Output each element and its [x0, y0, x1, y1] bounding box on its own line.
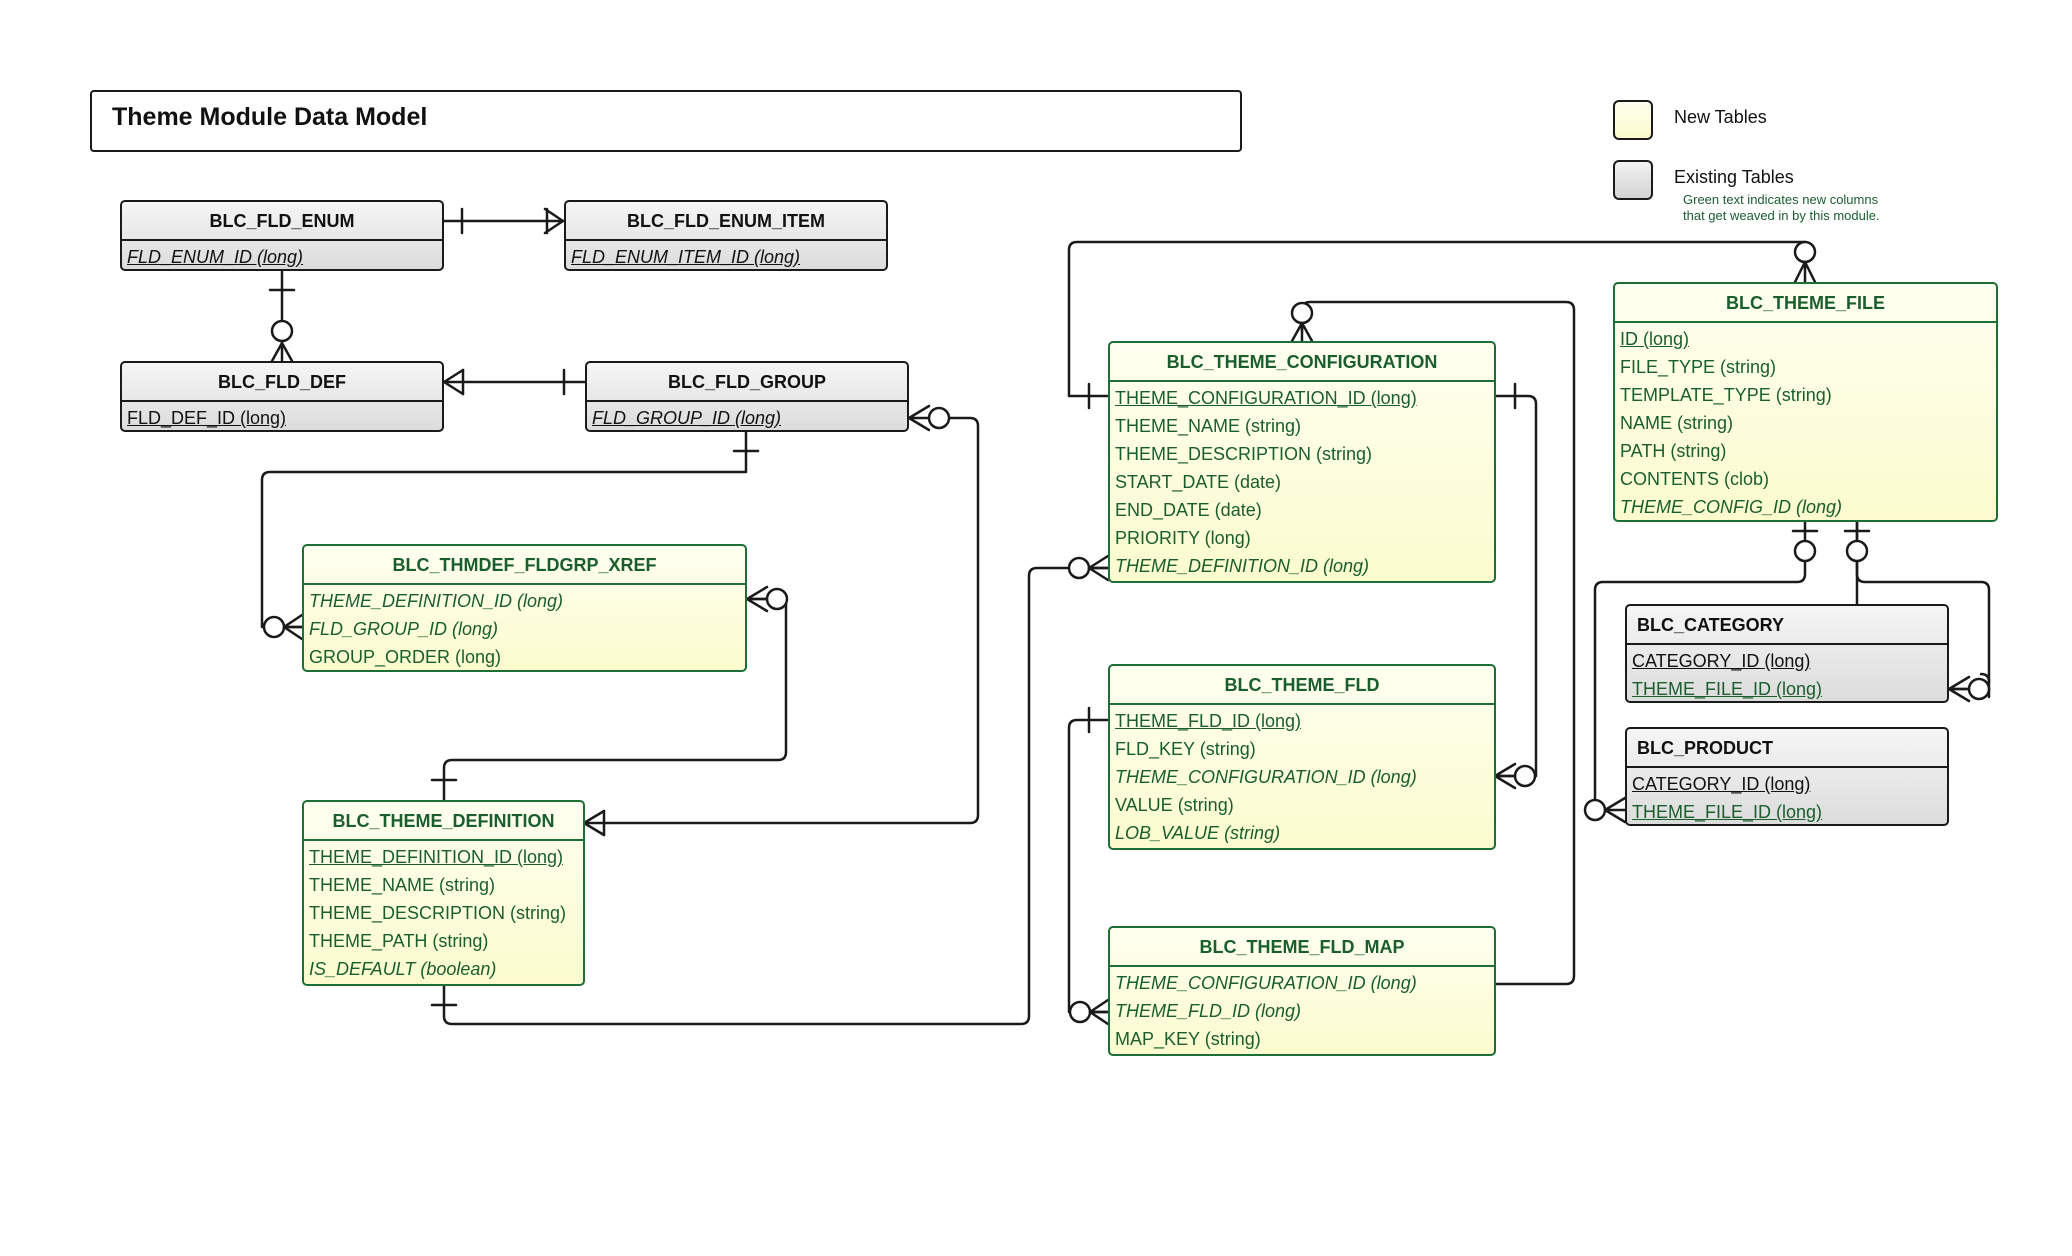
table-title: BLC_THEME_FLD_MAP [1110, 928, 1494, 967]
table-blc-theme-configuration: BLC_THEME_CONFIGURATION THEME_CONFIGURAT… [1108, 341, 1496, 583]
relation-theme-configuration-to-theme-fld [1493, 382, 1538, 790]
table-column: FLD_GROUP_ID (long) [592, 408, 782, 428]
table-blc-product: BLC_PRODUCT CATEGORY_ID (long) THEME_FIL… [1625, 727, 1949, 826]
legend-note: Green text indicates new columns that ge… [1683, 192, 1880, 224]
table-title: BLC_FLD_GROUP [587, 363, 907, 402]
table-column: END_DATE (date) [1115, 500, 1262, 520]
table-blc-fld-enum-item: BLC_FLD_ENUM_ITEM FLD_ENUM_ITEM_ID (long… [564, 200, 888, 271]
table-column: START_DATE (date) [1115, 472, 1282, 492]
table-column: PATH (string) [1620, 441, 1727, 461]
table-blc-fld-enum: BLC_FLD_ENUM FLD_ENUM_ID (long) [120, 200, 444, 271]
legend-new-swatch [1613, 100, 1653, 140]
table-column: FLD_ENUM_ID (long) [127, 247, 304, 267]
relation-theme-definition-to-theme-configuration [430, 554, 1110, 1026]
table-column: CATEGORY_ID (long) [1632, 651, 1811, 671]
table-column: IS_DEFAULT (boolean) [309, 959, 497, 979]
table-title: BLC_THMDEF_FLDGRP_XREF [304, 546, 745, 585]
table-column: THEME_CONFIGURATION_ID (long) [1115, 973, 1417, 993]
relation-theme-fld-to-theme-fld-map [1067, 706, 1110, 1026]
diagram-title-box: Theme Module Data Model [90, 90, 1242, 152]
table-blc-fld-def: BLC_FLD_DEF FLD_DEF_ID (long) [120, 361, 444, 432]
table-title: BLC_THEME_FLD [1110, 666, 1494, 705]
relation-fld-def-to-fld-group [442, 368, 587, 396]
table-blc-theme-file: BLC_THEME_FILE ID (long) FILE_TYPE (stri… [1613, 282, 1998, 522]
table-title: BLC_FLD_DEF [122, 363, 442, 402]
legend-existing-label: Existing Tables [1674, 167, 1794, 187]
table-blc-theme-fld: BLC_THEME_FLD THEME_FLD_ID (long) FLD_KE… [1108, 664, 1496, 850]
table-column: VALUE (string) [1115, 795, 1234, 815]
table-column: THEME_FILE_ID (long) [1632, 802, 1823, 822]
relation-fld-group-to-xref [260, 430, 760, 641]
relation-theme-file-to-product [1583, 520, 1819, 824]
table-column: FLD_GROUP_ID (long) [309, 619, 499, 639]
relation-theme-definition-to-xref [430, 585, 789, 802]
table-column: PRIORITY (long) [1115, 528, 1251, 548]
table-column: THEME_FLD_ID (long) [1115, 1001, 1302, 1021]
table-title: BLC_FLD_ENUM [122, 202, 442, 241]
table-column: THEME_CONFIG_ID (long) [1620, 497, 1843, 517]
table-column: THEME_NAME (string) [1115, 416, 1302, 436]
table-title: BLC_THEME_CONFIGURATION [1110, 343, 1494, 382]
table-column: THEME_CONFIGURATION_ID (long) [1115, 388, 1417, 408]
legend-existing-swatch [1613, 160, 1653, 200]
table-column: THEME_DEFINITION_ID (long) [309, 847, 564, 867]
relation-enum-to-fld-def [268, 269, 296, 363]
table-column: THEME_DESCRIPTION (string) [309, 903, 567, 923]
table-blc-theme-fld-map: BLC_THEME_FLD_MAP THEME_CONFIGURATION_ID… [1108, 926, 1496, 1056]
relation-theme-file-to-theme-configuration [1067, 240, 1817, 410]
table-column: ID (long) [1620, 329, 1690, 349]
table-column: CATEGORY_ID (long) [1632, 774, 1811, 794]
table-title: BLC_CATEGORY [1627, 606, 1947, 645]
table-column: LOB_VALUE (string) [1115, 823, 1281, 843]
table-column: THEME_PATH (string) [309, 931, 489, 951]
table-column: THEME_FLD_ID (long) [1115, 711, 1302, 731]
table-column: THEME_CONFIGURATION_ID (long) [1115, 767, 1417, 787]
relation-enum-to-enum-item [442, 207, 565, 235]
table-blc-category: BLC_CATEGORY CATEGORY_ID (long) THEME_FI… [1625, 604, 1949, 703]
legend-note-line-1: Green text indicates new columns [1683, 192, 1879, 207]
table-column: FLD_KEY (string) [1115, 739, 1256, 759]
table-column: FLD_DEF_ID (long) [127, 408, 287, 428]
table-column: THEME_NAME (string) [309, 875, 496, 895]
table-blc-thmdef-fldgrp-xref: BLC_THMDEF_FLDGRP_XREF THEME_DEFINITION_… [302, 544, 747, 672]
table-blc-fld-group: BLC_FLD_GROUP FLD_GROUP_ID (long) [585, 361, 909, 432]
table-blc-theme-definition: BLC_THEME_DEFINITION THEME_DEFINITION_ID… [302, 800, 585, 986]
diagram-title: Theme Module Data Model [112, 103, 428, 131]
table-column: TEMPLATE_TYPE (string) [1620, 385, 1832, 405]
legend-note-line-2: that get weaved in by this module. [1683, 208, 1880, 223]
relation-theme-configuration-to-theme-fld-map [1290, 300, 1576, 986]
table-column: THEME_FILE_ID (long) [1632, 679, 1823, 699]
table-column: GROUP_ORDER (long) [309, 647, 502, 667]
table-column: THEME_DEFINITION_ID (long) [1115, 556, 1370, 576]
relation-fld-group-to-theme-definition [582, 404, 980, 837]
table-column: FILE_TYPE (string) [1620, 357, 1777, 377]
legend-new-label: New Tables [1674, 107, 1767, 127]
table-column: FLD_ENUM_ITEM_ID (long) [571, 247, 801, 267]
table-title: BLC_THEME_FILE [1615, 284, 1996, 323]
table-title: BLC_FLD_ENUM_ITEM [566, 202, 886, 241]
table-column: CONTENTS (clob) [1620, 469, 1770, 489]
table-title: BLC_THEME_DEFINITION [304, 802, 583, 841]
table-title: BLC_PRODUCT [1627, 729, 1947, 768]
table-column: THEME_DEFINITION_ID (long) [309, 591, 564, 611]
table-column: MAP_KEY (string) [1115, 1029, 1261, 1049]
table-column: THEME_DESCRIPTION (string) [1115, 444, 1373, 464]
table-column: NAME (string) [1620, 413, 1734, 433]
